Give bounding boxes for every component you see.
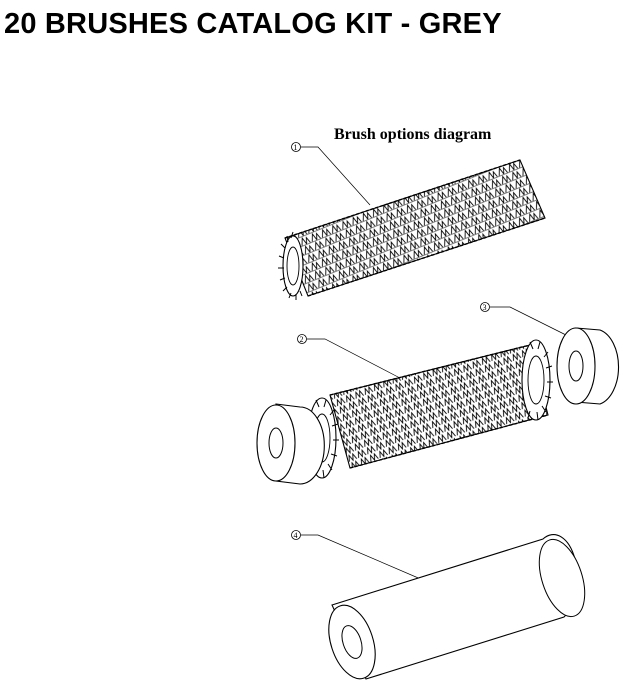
callout-circle-1 bbox=[291, 142, 301, 152]
bristle-brush-roll: 1 bbox=[278, 142, 546, 300]
leader-line-4 bbox=[301, 534, 431, 584]
figure-caption: Brush options diagram bbox=[334, 126, 492, 143]
brush-roll-body bbox=[284, 159, 546, 297]
plain-roller: 4 bbox=[291, 530, 586, 680]
callout-number-4: 4 bbox=[294, 531, 298, 540]
page-title: 20 BRUSHES CATALOG KIT - GREY bbox=[4, 8, 502, 40]
callout-circle-2 bbox=[297, 334, 307, 344]
leader-line-1 bbox=[301, 146, 371, 206]
callout-circle-3 bbox=[480, 302, 490, 312]
callout-circle-4 bbox=[291, 530, 301, 540]
leader-line-2 bbox=[307, 338, 401, 379]
callout-number-1: 1 bbox=[294, 143, 298, 152]
leader-line-3 bbox=[490, 306, 573, 339]
callout-number-3: 3 bbox=[483, 303, 487, 312]
flap-roll-body bbox=[329, 344, 549, 469]
callout-number-2: 2 bbox=[300, 335, 304, 344]
end-wheel-right: 3 bbox=[480, 302, 620, 405]
brush-roll-with-flaps: 2 bbox=[297, 334, 553, 479]
end-wheel-left bbox=[256, 403, 325, 485]
